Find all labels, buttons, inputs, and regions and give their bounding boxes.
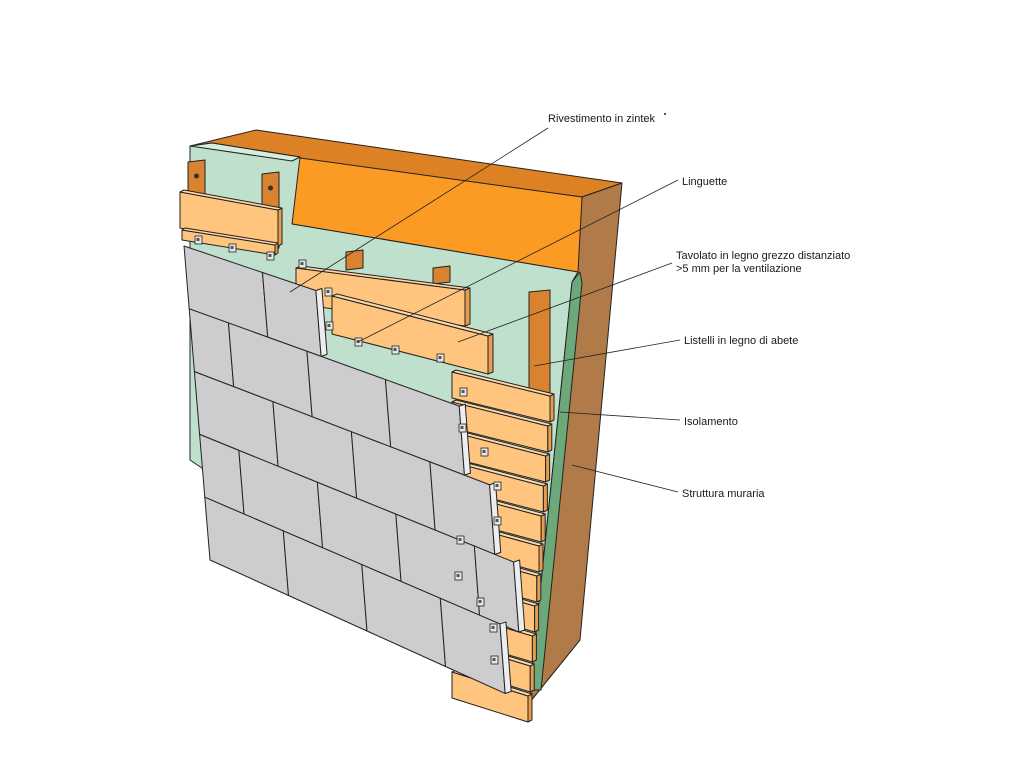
label-tavolato-line2: >5 mm per la ventilazione: [676, 263, 802, 275]
tile-edge-r5: [499, 621, 512, 694]
clip-screw-19: [492, 658, 496, 661]
zintek-cladding: [183, 245, 526, 694]
tile-edge-r1: [315, 288, 328, 357]
leader-struttura: [571, 464, 679, 493]
board-stack-3-end: [545, 453, 551, 483]
board-stack-5-end: [540, 513, 546, 543]
board-stack-2-top: [451, 399, 553, 427]
leader-lines: [289, 113, 681, 493]
batten-screw: [268, 185, 273, 191]
label-isolamento: Isolamento: [684, 416, 738, 429]
clip-screw-7: [438, 356, 442, 359]
board-middle-end: [487, 333, 494, 375]
clip-screw-15: [458, 538, 462, 541]
label-listelli-text: Listelli in legno di abete: [684, 335, 799, 347]
board-upper-end: [464, 287, 471, 327]
board-stack-2-end: [547, 423, 553, 453]
leader-linguette: [357, 179, 679, 343]
label-rivestimento: Rivestimento in zintek: [548, 113, 655, 126]
board-stack-8-end: [534, 603, 540, 633]
batten-screw: [194, 173, 199, 179]
batten-3: [345, 249, 364, 271]
label-linguette: Linguette: [682, 176, 727, 189]
board-stack-6-end: [538, 543, 544, 573]
clip-screw-10: [461, 390, 465, 393]
label-tavolato: Tavolato in legno grezzo distanziato >5 …: [676, 250, 850, 276]
board-top-left-top: [179, 189, 283, 211]
label-listelli: Listelli in legno di abete: [684, 335, 798, 348]
board-middle-top: [331, 293, 494, 337]
board-stack-7-end: [536, 573, 542, 603]
cladding-clips: [194, 235, 502, 665]
clip-screw-9: [327, 324, 331, 327]
clip-screw-12: [482, 450, 486, 453]
insulation-top-face: [189, 142, 301, 162]
stray-dot: [664, 113, 666, 115]
board-stack-4-end: [542, 483, 548, 513]
batten-5: [528, 289, 551, 396]
clip-screw-3: [268, 254, 272, 257]
leader-tavolato: [457, 262, 673, 343]
clip-screw-5: [356, 340, 360, 343]
board-stack-10-end: [529, 663, 535, 693]
board-strip-top: [181, 227, 279, 246]
label-rivestimento-text: Rivestimento in zintek: [548, 113, 655, 125]
leader-rivestimento: [289, 127, 549, 293]
board-stack-9-end: [531, 633, 537, 663]
clip-screw-18: [491, 626, 495, 629]
board-stack-1-top: [451, 369, 555, 397]
clip-screw-16: [456, 574, 460, 577]
label-struttura: Struttura muraria: [682, 488, 765, 501]
clip-screw-1: [196, 238, 200, 241]
clip-screw-17: [478, 600, 482, 603]
clip-screw-4: [300, 262, 304, 265]
label-struttura-text: Struttura muraria: [682, 488, 765, 500]
clip-screw-8: [326, 290, 330, 293]
board-stack-1-end: [549, 393, 555, 423]
leader-listelli: [533, 339, 681, 367]
label-linguette-text: Linguette: [682, 176, 728, 188]
clip-screw-14: [495, 519, 499, 522]
clip-screw-2: [230, 246, 234, 249]
label-isolamento-text: Isolamento: [684, 416, 738, 428]
label-tavolato-line1: Tavolato in legno grezzo distanziato: [676, 250, 851, 262]
clip-screw-6: [393, 348, 397, 351]
masonry-wall: [189, 129, 623, 703]
board-stack-11-end: [527, 693, 533, 723]
clip-screw-11: [460, 426, 464, 429]
tile-edge-r4: [513, 559, 526, 633]
leader-isolamento: [559, 411, 681, 421]
tile-edge-r2: [458, 403, 471, 476]
clip-screw-13: [495, 484, 499, 487]
batten-4: [432, 265, 451, 285]
board-top-left-end: [277, 207, 283, 247]
